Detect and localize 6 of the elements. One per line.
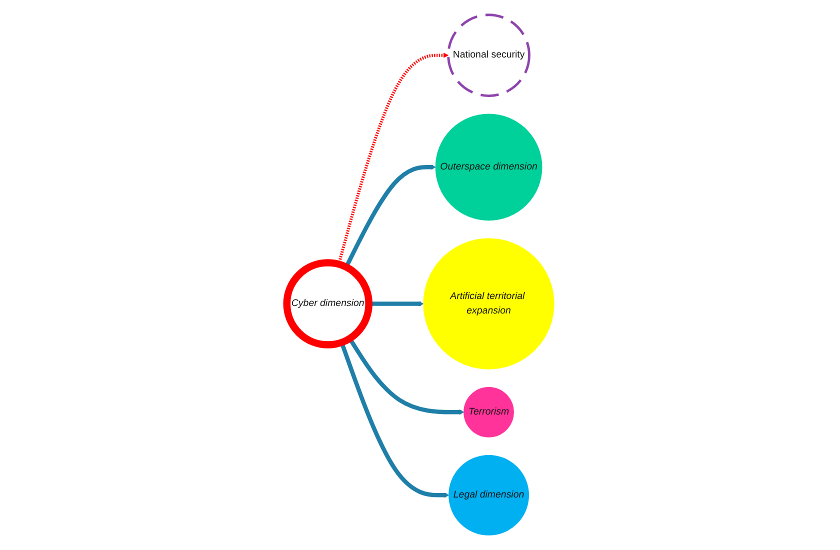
node-circle: Legal dimension (448, 454, 529, 536)
node-circle: Outerspace dimension (434, 114, 542, 221)
node-circle: Cyber dimension (282, 259, 372, 348)
node-circle: Artificial territorial expansion (422, 238, 554, 370)
node-circle: Terrorism (463, 386, 514, 438)
node-circle: National security (446, 14, 530, 97)
